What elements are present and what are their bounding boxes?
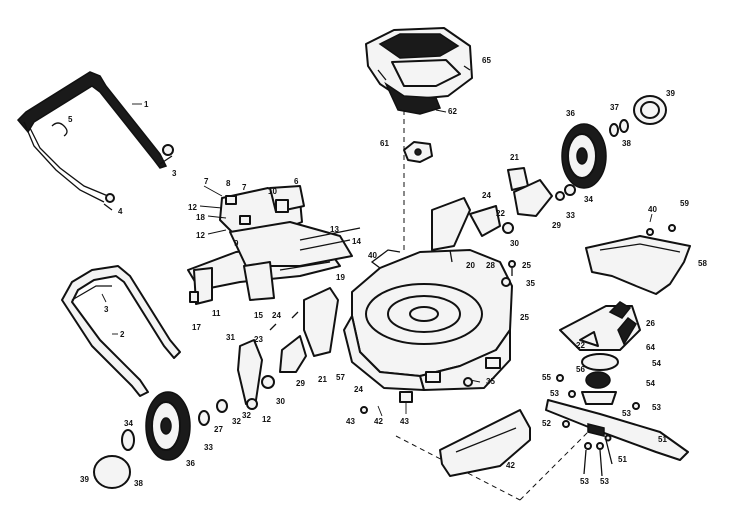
blade-adapter: 61 xyxy=(380,139,433,163)
callout: 11 xyxy=(212,309,221,318)
discharge-chute: 40 59 58 xyxy=(585,199,707,295)
callout: 53 xyxy=(550,389,559,398)
callout: 21 xyxy=(318,375,327,384)
callout: 40 xyxy=(368,251,377,260)
callout: 39 xyxy=(666,89,675,98)
callout: 24 xyxy=(272,311,281,320)
deck-hardware: 25 35 xyxy=(360,260,535,414)
callout: 12 xyxy=(196,231,205,240)
callout: 24 xyxy=(354,385,363,394)
control-bracket-assembly: 7 8 7 10 6 12 18 12 9 13 14 19 15 11 17 xyxy=(187,177,361,332)
callout: 35 xyxy=(526,279,535,288)
callout: 19 xyxy=(336,273,345,282)
callout: 53 xyxy=(580,477,589,486)
callout: 61 xyxy=(380,139,389,148)
callout: 36 xyxy=(566,109,575,118)
callout: 34 xyxy=(584,195,593,204)
height-adjuster-right: 21 24 22 20 28 30 33 34 29 xyxy=(431,153,593,270)
callout: 51 xyxy=(618,455,627,464)
callout: 29 xyxy=(552,221,561,230)
callout: 53 xyxy=(622,409,631,418)
callout: 38 xyxy=(622,139,631,148)
callout: 40 xyxy=(648,205,657,214)
callout: 1 xyxy=(144,100,149,109)
callout: 7 xyxy=(242,183,247,192)
callout: 31 xyxy=(226,333,235,342)
callout: 10 xyxy=(268,187,277,196)
callout: 36 xyxy=(186,459,195,468)
callout: 34 xyxy=(124,419,133,428)
callout: 53 xyxy=(652,403,661,412)
callout: 17 xyxy=(192,323,201,332)
callout: 12 xyxy=(262,415,271,424)
wheel-left: 34 36 27 33 32 39 38 xyxy=(80,391,241,489)
callout: 9 xyxy=(234,239,239,248)
callout: 54 xyxy=(652,359,661,368)
callout: 56 xyxy=(576,365,585,374)
callout: 8 xyxy=(226,179,231,188)
callout: 21 xyxy=(510,153,519,162)
callout: 65 xyxy=(482,56,491,65)
callout: 24 xyxy=(482,191,491,200)
callout: 30 xyxy=(276,397,285,406)
callout: 6 xyxy=(294,177,299,186)
callout: 43 xyxy=(400,417,409,426)
callout: 35 xyxy=(486,377,495,386)
callout: 38 xyxy=(134,479,143,488)
mower-deck: 25 35 40 43 42 43 24 xyxy=(343,249,601,501)
callout: 22 xyxy=(496,209,505,218)
callout: 20 xyxy=(466,261,475,270)
callout: 3 xyxy=(172,169,177,178)
callout: 3 xyxy=(104,305,109,314)
callout: 57 xyxy=(336,373,345,382)
callout: 12 xyxy=(188,203,197,212)
callout: 51 xyxy=(658,435,667,444)
blade-clutch-assembly: 26 22 64 54 54 56 55 53 53 52 53 xyxy=(542,301,661,428)
upper-handle: 1 5 3 4 xyxy=(16,71,177,216)
callout: 25 xyxy=(522,261,531,270)
callout: 59 xyxy=(680,199,689,208)
callout: 62 xyxy=(448,107,457,116)
callout: 32 xyxy=(232,417,241,426)
callout: 32 xyxy=(242,411,251,420)
callout: 37 xyxy=(610,103,619,112)
callout: 7 xyxy=(204,177,209,186)
callout: 14 xyxy=(352,237,361,246)
grass-deflector: 42 xyxy=(439,409,531,477)
height-adjuster-left: 31 24 23 29 21 57 22 12 30 32 xyxy=(226,287,361,424)
callout: 30 xyxy=(510,239,519,248)
callout: 52 xyxy=(542,419,551,428)
engine: 65 62 xyxy=(365,27,491,250)
callout: 2 xyxy=(120,330,125,339)
callout: 55 xyxy=(542,373,551,382)
callout: 53 xyxy=(600,477,609,486)
callout: 29 xyxy=(296,379,305,388)
callout: 23 xyxy=(254,335,263,344)
callout: 13 xyxy=(330,225,339,234)
callout: 15 xyxy=(254,311,263,320)
callout: 25 xyxy=(520,313,529,322)
callout: 18 xyxy=(196,213,205,222)
callout: 58 xyxy=(698,259,707,268)
callout: 22 xyxy=(576,341,585,350)
callout: 4 xyxy=(118,207,123,216)
callout: 39 xyxy=(80,475,89,484)
wheel-right: 36 37 39 38 xyxy=(561,89,675,189)
callout: 33 xyxy=(566,211,575,220)
callout: 42 xyxy=(506,461,515,470)
callout: 5 xyxy=(68,115,73,124)
callout: 28 xyxy=(486,261,495,270)
callout: 43 xyxy=(346,417,355,426)
lower-handle: 3 2 xyxy=(61,265,181,397)
callout: 54 xyxy=(646,379,655,388)
callout: 64 xyxy=(646,343,655,352)
callout: 33 xyxy=(204,443,213,452)
callout: 27 xyxy=(214,425,223,434)
blade: 51 53 53 51 xyxy=(545,399,689,486)
callout: 26 xyxy=(646,319,655,328)
callout: 42 xyxy=(374,417,383,426)
